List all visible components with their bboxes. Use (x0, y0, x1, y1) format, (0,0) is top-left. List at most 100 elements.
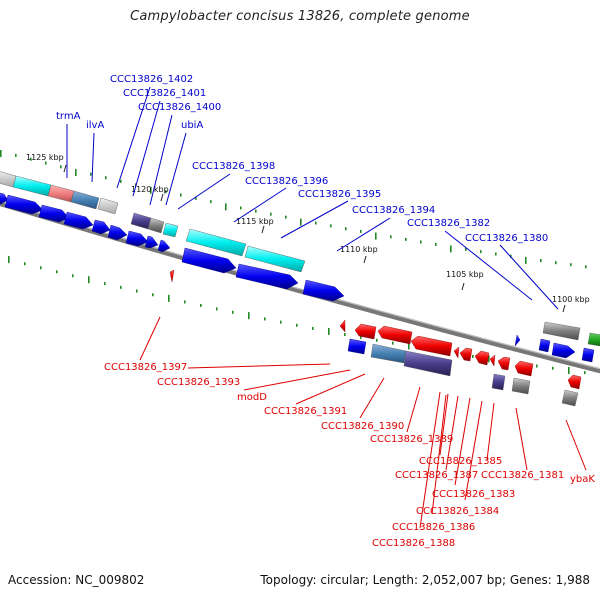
gene-arrow (4, 194, 44, 215)
gene-arrow (107, 224, 128, 241)
feature-block (185, 228, 247, 257)
gc-dot (570, 263, 572, 267)
gene-label: CCC13826_1385 (419, 456, 502, 467)
gene-label: CCC13826_1396 (245, 176, 328, 187)
gene-label: CCC13826_1395 (298, 189, 381, 200)
tick-label-1115: 1115 kbp (236, 217, 274, 226)
gc-dot (555, 261, 557, 265)
gene-label: CCC13826_1401 (123, 88, 206, 99)
minus-strand-genes (169, 269, 582, 390)
gene-arrow (125, 230, 149, 247)
accession-text: Accession: NC_009802 (8, 573, 145, 587)
gc-dot (392, 341, 394, 345)
feature-block (403, 350, 453, 377)
gene-arrow (0, 192, 9, 205)
gc-dot (270, 212, 272, 216)
gc-dot (225, 203, 227, 211)
tick-marks (63, 164, 566, 313)
gene-label: CCC13826_1389 (370, 434, 453, 445)
gene-arrow (497, 356, 511, 371)
gene-arrow (538, 338, 551, 353)
feature-block (244, 245, 306, 273)
gc-dot (105, 176, 107, 180)
gc-dot (180, 193, 182, 197)
gc-dot (0, 150, 2, 157)
gene-label: CCC13826_1402 (110, 74, 193, 85)
gc-dot (45, 161, 47, 165)
gc-dot (540, 259, 542, 263)
gc-dot (360, 335, 362, 339)
gc-dot (435, 242, 437, 246)
gc-dot (405, 237, 407, 241)
tick-label-1100: 1100 kbp (552, 295, 590, 304)
gc-dot (450, 245, 452, 253)
plus-strand-genes (0, 192, 595, 363)
gc-dot (280, 320, 282, 324)
gene-label: CCC13826_1390 (321, 421, 404, 432)
gc-dot (184, 300, 186, 304)
gene-label: CCC13826_1387 (395, 470, 478, 481)
gc-dot (168, 294, 170, 302)
gc-dot (495, 252, 497, 256)
gc-dot (408, 342, 410, 350)
gene-label: ybaK (570, 474, 595, 485)
gene-label: CCC13826_1398 (192, 161, 275, 172)
gc-dot (56, 270, 58, 274)
gc-dot (390, 235, 392, 239)
gene-label: CCC13826_1386 (392, 522, 475, 533)
gene-arrow (514, 334, 521, 347)
gc-dot (480, 250, 482, 254)
gene-arrow (347, 338, 367, 355)
gc-dot (72, 274, 74, 278)
feature-block (370, 343, 407, 364)
gc-dot (216, 307, 218, 311)
gc-dot (104, 282, 106, 286)
gc-dot (90, 172, 92, 176)
gc-dot (195, 196, 197, 200)
gene-arrow (453, 346, 460, 359)
gene-label: CCC13826_1384 (416, 506, 499, 517)
gc-dot (472, 354, 474, 358)
gc-dot (88, 276, 90, 284)
gc-dot (376, 338, 378, 342)
feature-block (162, 222, 179, 238)
gene-label: modD (237, 392, 267, 403)
gene-label: CCC13826_1381 (481, 470, 564, 481)
gc-dot (420, 240, 422, 244)
gene-arrow (377, 325, 413, 345)
map-title: Campylobacter concisus 13826, complete g… (130, 9, 470, 24)
gc-dot (345, 227, 347, 231)
gc-dot (232, 310, 234, 314)
feature-block (491, 373, 506, 391)
leader-lines-top (66, 86, 559, 310)
gc-dot (120, 179, 122, 183)
tick-label-1110: 1110 kbp (340, 245, 378, 254)
gc-dot (210, 200, 212, 204)
gc-dot (536, 364, 538, 368)
gene-arrow (38, 204, 70, 223)
feature-block (70, 190, 100, 210)
feature-block (47, 184, 75, 203)
gene-label: CCC13826_1397 (104, 362, 187, 373)
gc-dot (300, 218, 302, 226)
feature-track-outer (0, 171, 600, 347)
gc-dot (285, 215, 287, 219)
gene-arrow (302, 279, 345, 302)
gene-label: ilvA (86, 120, 104, 131)
gene-label: CCC13826_1380 (465, 233, 548, 244)
gc-dot (60, 165, 62, 169)
gc-dot (330, 224, 332, 228)
gene-arrow (235, 263, 299, 290)
gc-dot (40, 266, 42, 270)
gc-dot (312, 326, 314, 330)
genome-summary-text: Topology: circular; Length: 2,052,007 bp… (260, 573, 590, 587)
gc-dot (30, 157, 32, 161)
gene-label: trmA (56, 111, 81, 122)
feature-block (12, 175, 52, 197)
gc-dot (328, 327, 330, 335)
gc-dot (465, 247, 467, 251)
gc-dot (264, 317, 266, 321)
gc-dot (375, 232, 377, 240)
gene-label: CCC13826_1382 (407, 218, 490, 229)
